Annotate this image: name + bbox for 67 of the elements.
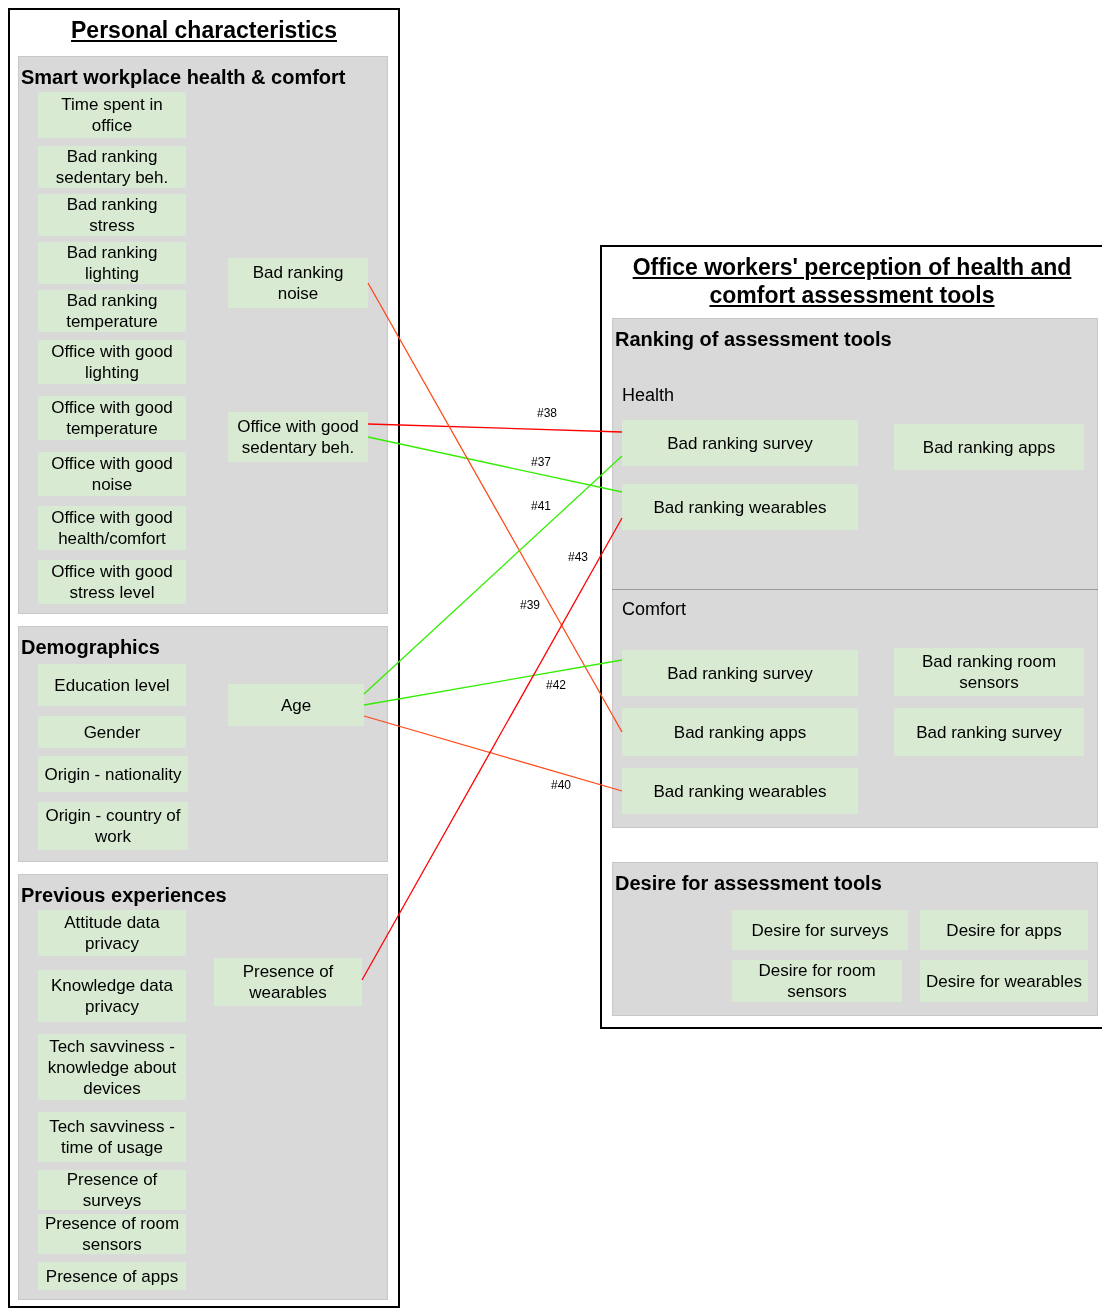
connector-line xyxy=(361,517,623,981)
diagram-panel xyxy=(8,8,400,1308)
factor-box: Bad ranking apps xyxy=(622,708,858,756)
factor-box: Tech savviness - knowledge about devices xyxy=(38,1034,186,1100)
factor-box: Office with good sedentary beh. xyxy=(228,412,368,462)
factor-box: Bad ranking noise xyxy=(228,258,368,308)
factor-box: Bad ranking stress xyxy=(38,194,186,236)
factor-box: Bad ranking room sensors xyxy=(894,648,1084,696)
edge-label: #39 xyxy=(518,598,542,612)
edge-label: #41 xyxy=(529,499,553,513)
panel-heading: Office workers' perception of health and comfort assessment tools xyxy=(631,253,1073,309)
factor-box: Knowledge data privacy xyxy=(38,970,186,1022)
factor-box: Office with good health/comfort xyxy=(38,506,186,550)
group-title: Smart workplace health & comfort xyxy=(21,65,346,89)
factor-box: Gender xyxy=(38,716,186,748)
group-title: Demographics xyxy=(21,635,160,659)
panel-heading: Personal characteristics xyxy=(70,16,338,44)
edge-label: #37 xyxy=(529,455,553,469)
group-panel xyxy=(612,318,1098,828)
factor-box: Bad ranking survey xyxy=(894,708,1084,756)
factor-box: Bad ranking wearables xyxy=(622,768,858,814)
factor-box: Bad ranking apps xyxy=(894,424,1084,470)
factor-box: Presence of surveys xyxy=(38,1170,186,1210)
section-title: Health xyxy=(622,384,675,406)
factor-box: Office with good lighting xyxy=(38,340,186,384)
edge-label: #40 xyxy=(549,778,573,792)
connector-line xyxy=(363,455,623,695)
factor-box: Tech savviness - time of usage xyxy=(38,1112,186,1162)
factor-box: Desire for wearables xyxy=(920,960,1088,1002)
factor-box: Presence of wearables xyxy=(214,958,362,1006)
factor-box: Office with good noise xyxy=(38,452,186,496)
factor-box: Desire for room sensors xyxy=(732,960,902,1002)
factor-box: Bad ranking lighting xyxy=(38,242,186,284)
factor-box: Bad ranking survey xyxy=(622,650,858,696)
group-panel xyxy=(18,874,388,1300)
diagram-panel xyxy=(600,245,1102,1029)
group-title: Desire for assessment tools xyxy=(615,871,882,895)
factor-box: Bad ranking wearables xyxy=(622,484,858,530)
edge-label: #38 xyxy=(535,406,559,420)
factor-box: Presence of room sensors xyxy=(38,1214,186,1254)
group-panel xyxy=(612,862,1098,1016)
group-panel xyxy=(18,626,388,862)
connector-line xyxy=(363,715,623,792)
group-panel xyxy=(18,56,388,614)
connector-line xyxy=(367,423,623,433)
factor-box: Time spent in office xyxy=(38,92,186,138)
factor-box: Bad ranking survey xyxy=(622,420,858,466)
factor-box: Office with good temperature xyxy=(38,396,186,440)
connector-line xyxy=(367,436,623,493)
factor-box: Desire for apps xyxy=(920,910,1088,950)
group-title: Ranking of assessment tools xyxy=(615,327,892,351)
factor-box: Bad ranking sedentary beh. xyxy=(38,146,186,188)
connector-line xyxy=(363,659,623,706)
factor-box: Presence of apps xyxy=(38,1262,186,1290)
factor-box: Education level xyxy=(38,664,186,706)
factor-box: Office with good stress level xyxy=(38,560,186,604)
edge-label: #42 xyxy=(544,678,568,692)
factor-box: Bad ranking temperature xyxy=(38,290,186,332)
factor-box: Desire for surveys xyxy=(732,910,908,950)
edge-label: #43 xyxy=(566,550,590,564)
connector-line xyxy=(367,282,623,733)
factor-box: Age xyxy=(228,684,364,726)
factor-box: Origin - country of work xyxy=(38,802,188,850)
factor-box: Attitude data privacy xyxy=(38,910,186,956)
factor-box: Origin - nationality xyxy=(38,756,188,792)
section-title: Comfort xyxy=(622,598,686,620)
group-title: Previous experiences xyxy=(21,883,227,907)
